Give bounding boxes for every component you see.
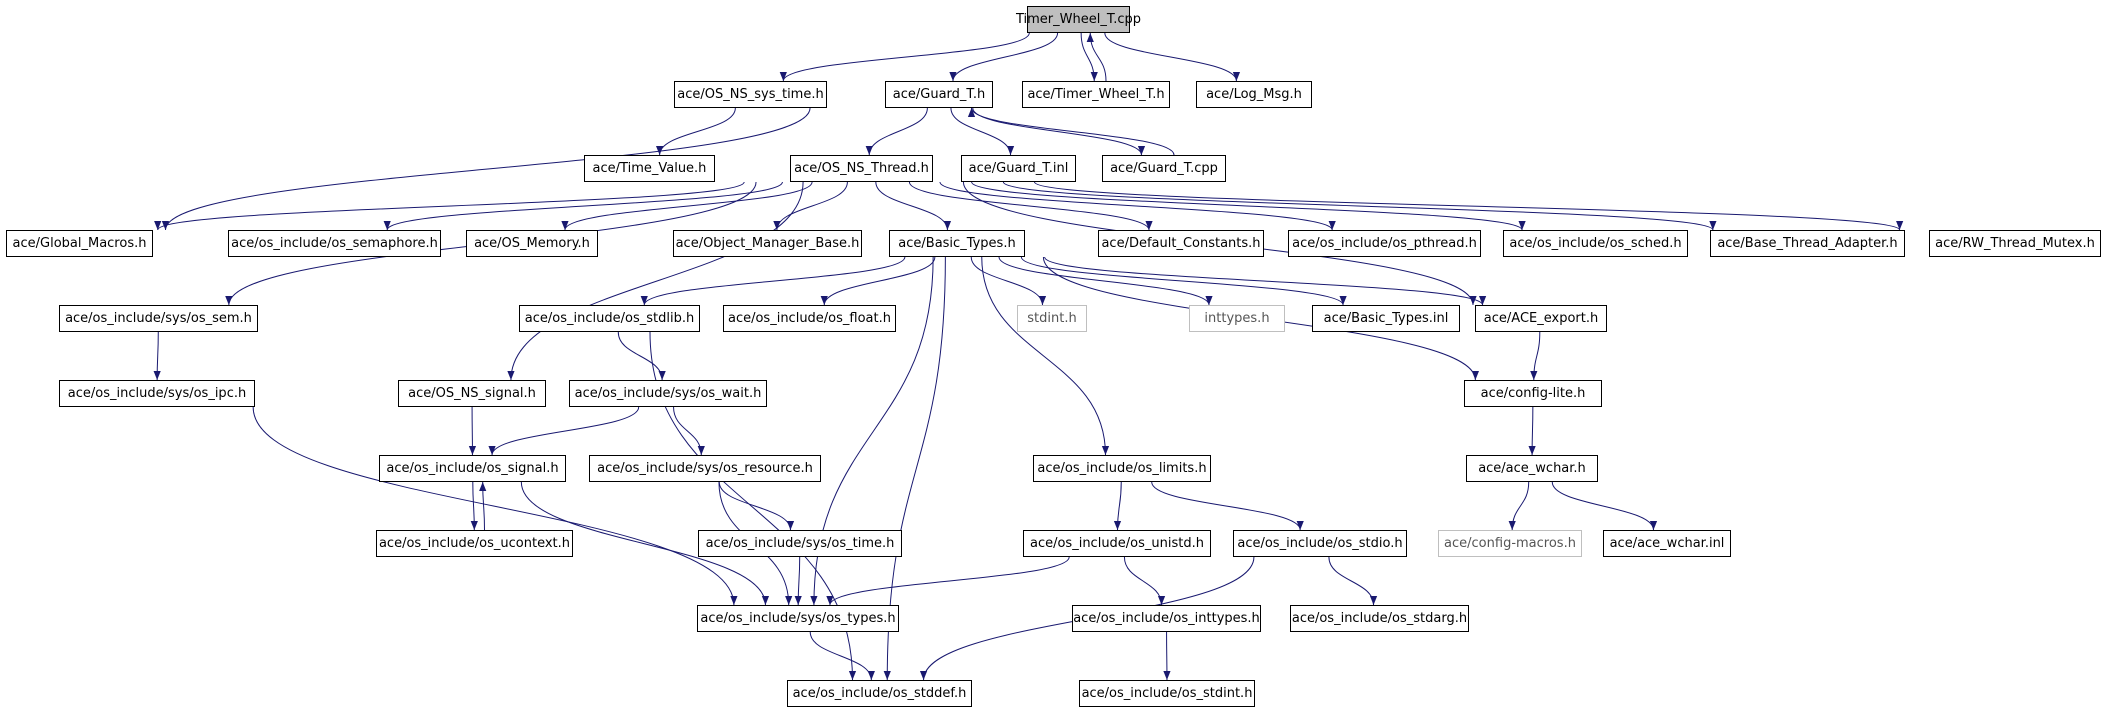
edge-os_limits-to-os_unistd [1113,481,1122,531]
node-time-value[interactable]: ace/Time_Value.h [584,155,715,182]
edge-os_signal-to-os_types [520,481,770,606]
node-os-ns-sys-time[interactable]: ace/OS_NS_sys_time.h [674,81,827,108]
edge-basic_types-to-basic_types_inl [1020,256,1347,306]
node-os-pthread[interactable]: ace/os_include/os_pthread.h [1288,230,1481,257]
edge-os_ns_thread-to-global_macros [154,181,745,231]
edge-timer_wheel_cpp-to-timer_wheel_h [1080,32,1098,82]
edge-ace_wchar_h-to-ace_wchar_inl [1551,481,1658,531]
edge-os_ucontext-to-os_signal [479,481,487,531]
node-os-ns-signal[interactable]: ace/OS_NS_signal.h [398,380,546,407]
node-os-stddef[interactable]: ace/os_include/os_stddef.h [787,680,972,707]
edge-guard_t_h-to-os_ns_thread [865,107,928,156]
edge-os_limits-to-os_stdio [1151,481,1304,531]
node-ace-wchar-h[interactable]: ace/ace_wchar.h [1466,455,1598,482]
edge-os_types-to-os_stddef [809,631,875,681]
edge-os_ns_thread-to-basic_types [875,181,952,231]
node-ace-wchar-inl[interactable]: ace/ace_wchar.inl [1603,530,1731,557]
edge-os_wait-to-os_resource [673,406,705,456]
edge-os_stdlib-to-os_wait [617,331,666,381]
node-rw-thread-mutex[interactable]: ace/RW_Thread_Mutex.h [1929,230,2101,257]
node-timer-wheel-cpp[interactable]: Timer_Wheel_T.cpp [1016,6,1141,33]
edge-os_ns_thread-to-rw_thread_mutex [1034,181,1903,231]
node-config-macros[interactable]: ace/config-macros.h [1438,530,1582,557]
node-ace-export[interactable]: ace/ACE_export.h [1475,305,1607,332]
node-base-thread-adapter[interactable]: ace/Base_Thread_Adapter.h [1710,230,1905,257]
node-default-constants[interactable]: ace/Default_Constants.h [1098,230,1264,257]
edge-basic_types-to-os_float [820,256,936,306]
node-os-inttypes[interactable]: ace/os_include/os_inttypes.h [1072,605,1261,632]
node-stdint[interactable]: stdint.h [1017,305,1087,332]
edge-basic_types-to-inttypes [998,256,1213,306]
edge-os_ns_thread-to-os_ns_signal [507,181,804,381]
node-os-unistd[interactable]: ace/os_include/os_unistd.h [1023,530,1211,557]
node-os-ucontext[interactable]: ace/os_include/os_ucontext.h [376,530,573,557]
node-os-semaphore[interactable]: ace/os_include/os_semaphore.h [228,230,441,257]
node-guard-t-h[interactable]: ace/Guard_T.h [885,81,993,108]
node-guard-inl[interactable]: ace/Guard_T.inl [961,155,1076,182]
node-os-ns-thread[interactable]: ace/OS_NS_Thread.h [790,155,933,182]
edge-basic_types-to-os_stddef [883,256,946,681]
node-os-sched[interactable]: ace/os_include/os_sched.h [1503,230,1688,257]
node-basic-types-inl[interactable]: ace/Basic_Types.inl [1312,305,1460,332]
edge-guard_t_h-to-guard_cpp [972,107,1146,156]
edge-os_sys_time-to-os_types [794,556,802,606]
edge-os_ns_sys_time-to-time_value [656,107,736,156]
node-os-float[interactable]: ace/os_include/os_float.h [723,305,896,332]
node-config-lite[interactable]: ace/config-lite.h [1464,380,1602,407]
edge-os_ns_thread-to-os_memory [561,181,813,231]
edge-guard_t_h-to-guard_inl [950,107,1015,156]
edge-timer_wheel_h-to-timer_wheel_cpp [1086,32,1107,82]
node-global-macros[interactable]: ace/Global_Macros.h [6,230,153,257]
edge-os_ipc-to-os_types [252,406,738,606]
edge-os_unistd-to-os_types [826,556,1070,606]
edge-os_wait-to-os_signal [488,406,640,456]
edge-os_stdio-to-os_stdarg [1328,556,1378,606]
node-basic-types[interactable]: ace/Basic_Types.h [889,230,1025,257]
node-timer-wheel-h[interactable]: ace/Timer_Wheel_T.h [1022,81,1170,108]
edge-timer_wheel_cpp-to-log_msg [1104,32,1241,82]
edge-os_unistd-to-os_inttypes [1123,556,1166,606]
node-os-memory[interactable]: ace/OS_Memory.h [466,230,598,257]
node-os-sem[interactable]: ace/os_include/sys/os_sem.h [59,305,258,332]
edge-os_ns_thread-to-object_manager_base [773,181,848,231]
node-os-limits[interactable]: ace/os_include/os_limits.h [1033,455,1211,482]
edge-os_signal-to-os_ucontext [470,481,478,531]
node-os-stdlib[interactable]: ace/os_include/os_stdlib.h [519,305,700,332]
edge-guard_cpp-to-guard_t_h [967,107,1175,156]
edge-os_ns_thread-to-os_sched [971,181,1526,231]
edge-basic_types-to-os_stdlib [640,256,906,306]
node-os-stdio[interactable]: ace/os_include/os_stdio.h [1233,530,1407,557]
edge-ace_wchar_h-to-config_macros [1508,481,1530,531]
edge-config_lite-to-ace_wchar_h [1528,406,1536,456]
node-os-ipc[interactable]: ace/os_include/sys/os_ipc.h [59,380,255,407]
edge-os_ns_thread-to-base_thread_adapter [1002,181,1717,231]
edge-os_sem-to-os_ipc [153,331,161,381]
edge-timer_wheel_cpp-to-os_ns_sys_time [779,32,1030,82]
edge-timer_wheel_cpp-to-guard_t_h [949,32,1059,82]
edge-basic_types-to-os_limits [981,256,1110,456]
node-os-sys-time[interactable]: ace/os_include/sys/os_time.h [698,530,902,557]
node-os-types[interactable]: ace/os_include/sys/os_types.h [697,605,899,632]
edge-basic_types-to-stdint [970,256,1047,306]
edge-os_ns_thread-to-default_constants [908,181,1153,231]
edge-ace_export-to-config_lite [1530,331,1541,381]
node-guard-cpp[interactable]: ace/Guard_T.cpp [1102,155,1226,182]
node-object-manager-base[interactable]: ace/Object_Manager_Base.h [673,230,862,257]
node-os-stdarg[interactable]: ace/os_include/os_stdarg.h [1290,605,1469,632]
edge-guard_t_h-to-global_macros [161,107,811,231]
node-log-msg[interactable]: ace/Log_Msg.h [1196,81,1312,108]
edge-os_resource-to-os_sys_time [718,481,795,531]
node-os-resource[interactable]: ace/os_include/sys/os_resource.h [589,455,821,482]
node-inttypes[interactable]: inttypes.h [1189,305,1285,332]
edge-os_ns_thread-to-os_pthread [939,181,1336,231]
node-os-wait[interactable]: ace/os_include/sys/os_wait.h [569,380,767,407]
edge-os_ns_thread-to-os_semaphore [383,181,783,231]
edge-basic_types-to-ace_export [1044,256,1487,306]
node-os-signal[interactable]: ace/os_include/os_signal.h [379,455,566,482]
node-os-stdint[interactable]: ace/os_include/os_stdint.h [1079,680,1255,707]
